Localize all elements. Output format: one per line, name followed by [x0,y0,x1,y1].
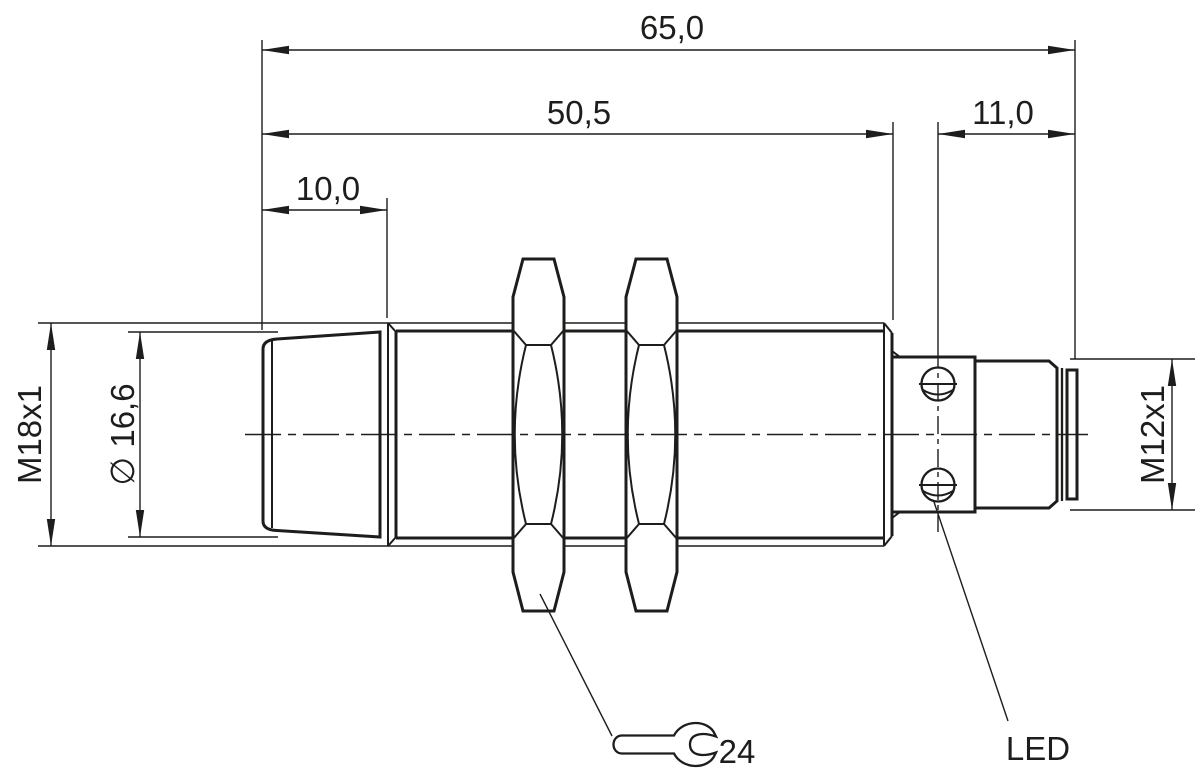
arrow-left-icon [938,129,965,139]
hex-nut-chamfer-lines [512,329,565,540]
barrel-left-chamfer-bottom [387,536,397,547]
led-leader-line [933,501,1009,722]
hub-step-chamfer-top [891,350,901,358]
arrow-up-icon [1167,359,1177,386]
dim-label-connector-thread: M12x1 [1134,385,1171,484]
led-label: LED [1006,730,1070,767]
barrel-right-chamfer-bottom [883,535,893,547]
barrel-right-chamfer-top [883,322,893,334]
extension-lines [38,40,1195,547]
arrow-right-icon [1048,45,1075,55]
hub-step-chamfer-bottom [891,511,901,519]
wrench-size-label: 24 [719,733,756,770]
arrow-down-icon [135,510,145,537]
arrow-down-icon [1167,483,1177,510]
dim-label-face-diameter: ∅ 16,6 [104,383,141,485]
wrench-leader-line [539,593,613,737]
dim-label-front-thread: M18x1 [11,385,48,484]
dim-label-overall-length: 65,0 [640,9,704,46]
arrow-up-icon [46,323,56,350]
dimension-labels: 65,0 50,5 11,0 10,0 M18x1 ∅ 16,6 M12x1 2… [11,9,1171,770]
hex-nut-chamfer-lines [625,329,678,540]
barrel-left-chamfer-top [387,322,397,333]
arrow-up-icon [135,332,145,359]
arrow-down-icon [46,519,56,546]
arrow-right-icon [360,205,387,215]
dim-label-body-length: 50,5 [547,94,611,131]
arrow-left-icon [262,45,289,55]
arrow-right-icon [1048,129,1075,139]
dimension-arrowheads [46,45,1177,546]
arrow-right-icon [866,129,893,139]
arrow-left-icon [262,205,289,215]
dim-label-connector-length: 11,0 [972,94,1034,131]
wrench-icon [612,721,719,768]
arrow-left-icon [262,129,289,139]
dim-label-head-length: 10,0 [296,170,360,207]
